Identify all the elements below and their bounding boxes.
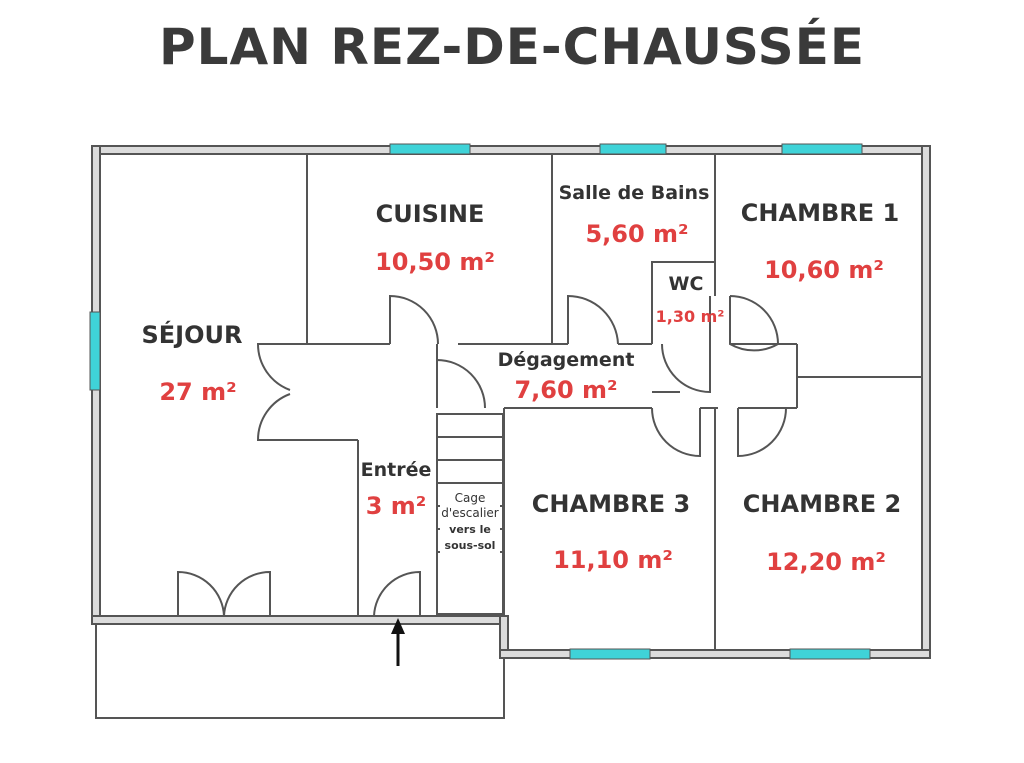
stair-label-line-2: d'escalier bbox=[441, 506, 499, 520]
degagement-area: 7,60 m² bbox=[514, 376, 617, 404]
window-chambre3 bbox=[569, 648, 651, 660]
chambre2-area: 12,20 m² bbox=[766, 548, 886, 576]
stair-label-line-3: vers le bbox=[449, 523, 491, 536]
sejour-area: 27 m² bbox=[159, 378, 236, 406]
door-terrace-double bbox=[177, 570, 271, 617]
chambre3-area: 11,10 m² bbox=[553, 546, 673, 574]
degagement-name: Dégagement bbox=[498, 349, 635, 371]
doors bbox=[177, 294, 787, 617]
window-chambre1 bbox=[781, 143, 863, 155]
stair-label: Cage d'escalier vers le sous-sol bbox=[440, 490, 500, 554]
door-salle-bains bbox=[567, 294, 619, 345]
window-salle-bains bbox=[599, 143, 667, 155]
stair-label-line-4: sous-sol bbox=[445, 539, 496, 552]
salle-bains-area: 5,60 m² bbox=[585, 220, 688, 248]
entrance-arrow-icon bbox=[391, 618, 405, 666]
room-labels: SÉJOUR 27 m² CUISINE 10,50 m² Salle de B… bbox=[142, 182, 902, 576]
chambre3-name: CHAMBRE 3 bbox=[532, 490, 690, 518]
cuisine-name: CUISINE bbox=[376, 200, 485, 228]
window-sejour bbox=[89, 311, 101, 391]
plan-title: PLAN REZ-DE-CHAUSSÉE bbox=[158, 18, 866, 76]
cuisine-area: 10,50 m² bbox=[375, 248, 495, 276]
salle-bains-name: Salle de Bains bbox=[559, 182, 710, 204]
door-sejour-double bbox=[256, 343, 307, 441]
entree-name: Entrée bbox=[361, 459, 432, 481]
wc-name: WC bbox=[669, 273, 704, 295]
door-wc bbox=[661, 343, 711, 394]
stair-label-line-1: Cage bbox=[455, 491, 486, 505]
wc-area: 1,30 m² bbox=[656, 307, 725, 326]
entree-area: 3 m² bbox=[366, 492, 427, 520]
door-stairs bbox=[436, 358, 486, 409]
door-chambre2 bbox=[737, 407, 787, 458]
chambre2-name: CHAMBRE 2 bbox=[743, 490, 901, 518]
windows bbox=[89, 143, 871, 660]
door-chambre1 bbox=[729, 295, 779, 352]
sejour-name: SÉJOUR bbox=[142, 320, 243, 349]
door-cuisine bbox=[389, 294, 439, 345]
terrace-outline bbox=[95, 624, 505, 719]
door-entree bbox=[373, 570, 421, 617]
chambre1-area: 10,60 m² bbox=[764, 256, 884, 284]
chambre1-name: CHAMBRE 1 bbox=[741, 199, 899, 227]
door-chambre3 bbox=[651, 407, 701, 458]
window-cuisine bbox=[389, 143, 471, 155]
window-chambre2 bbox=[789, 648, 871, 660]
